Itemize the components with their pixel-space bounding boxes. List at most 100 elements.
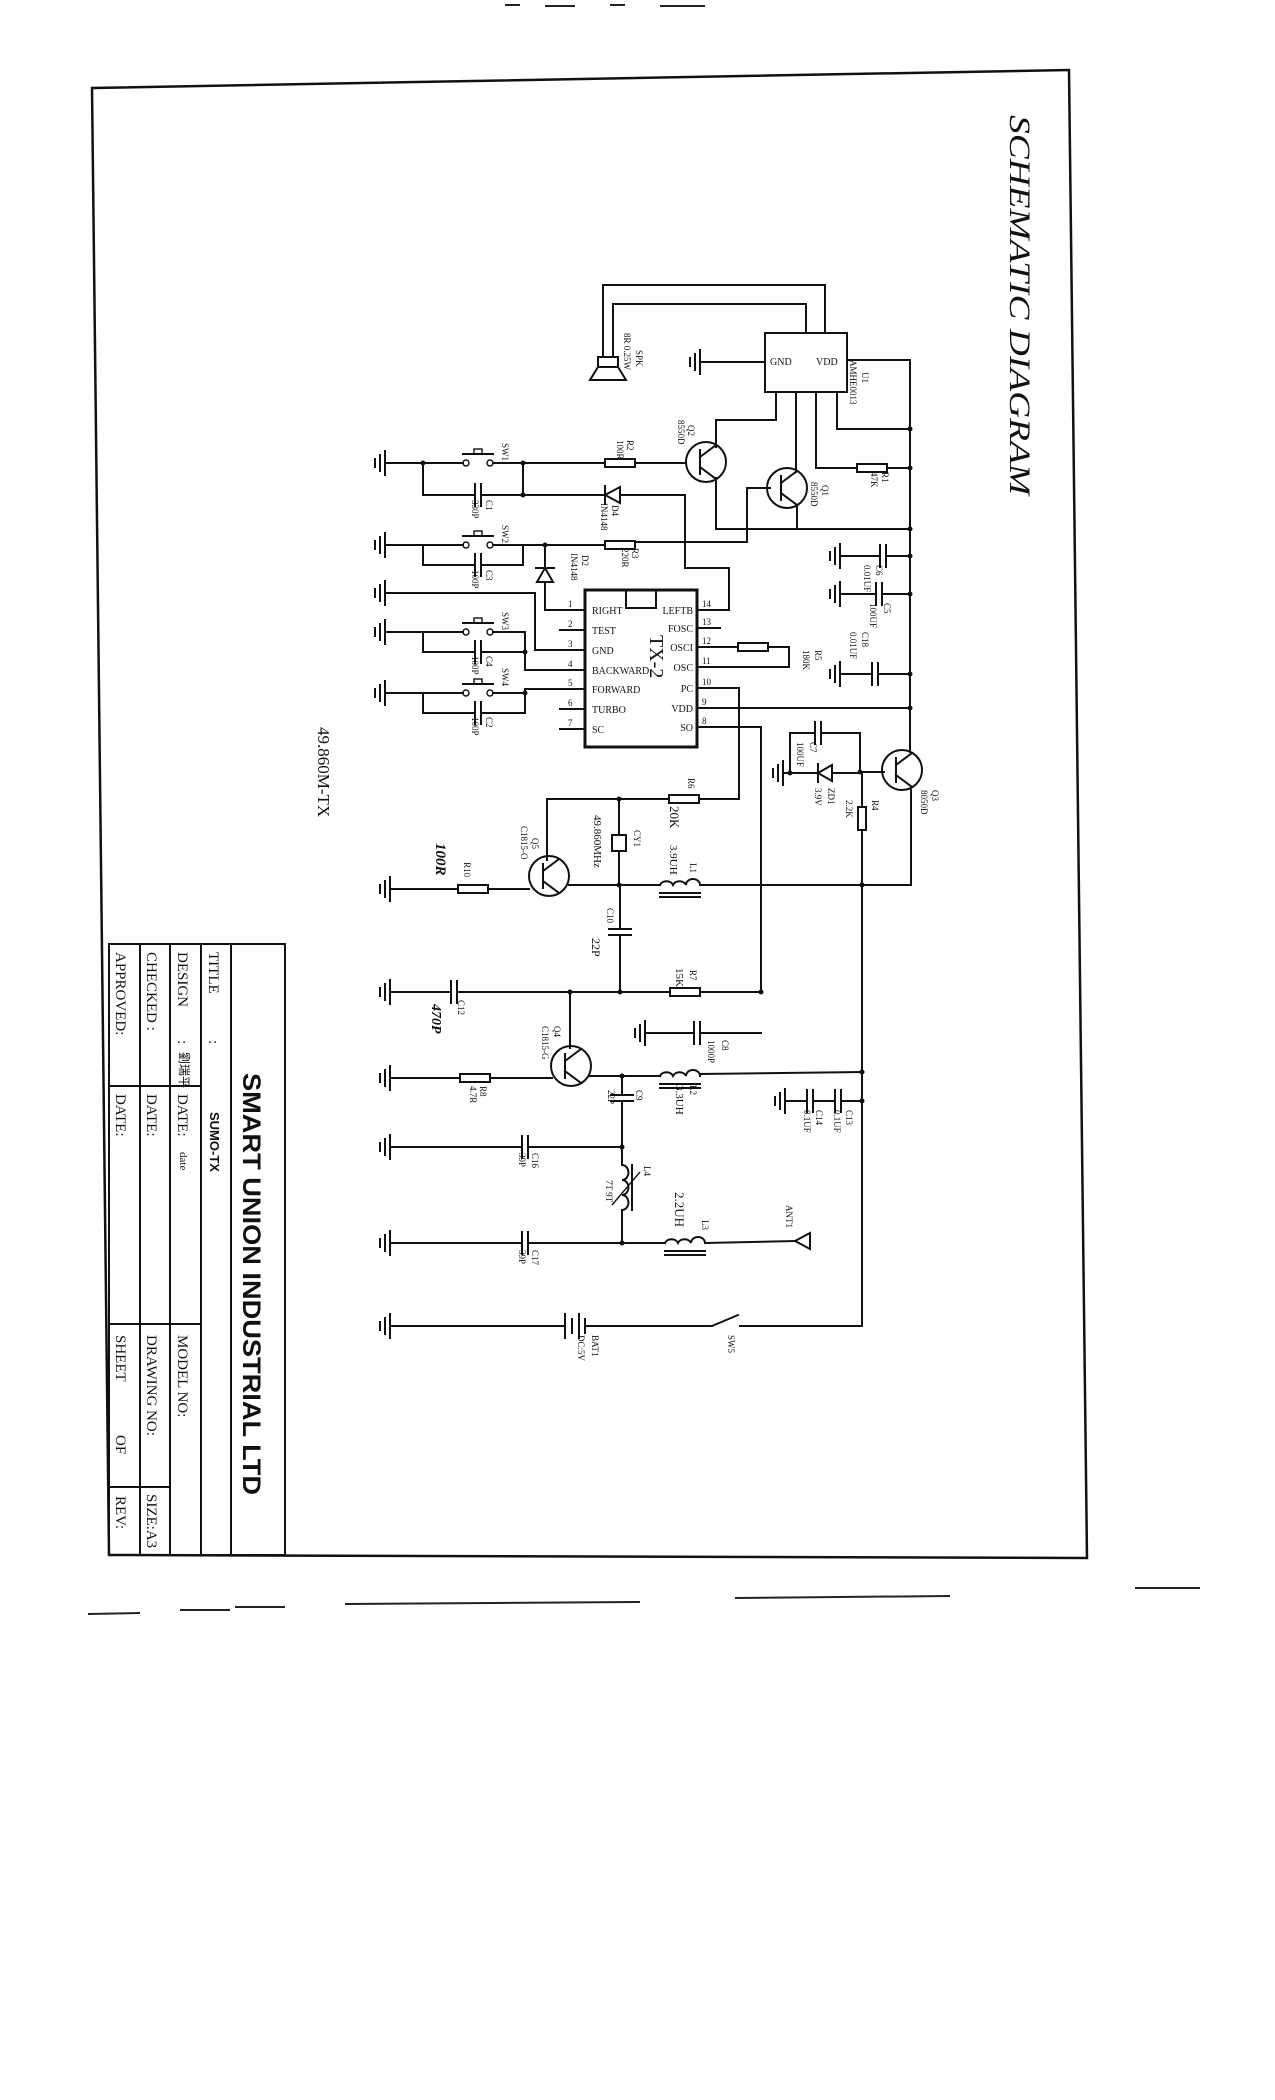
- label-q5-val: C1815-O: [519, 826, 529, 860]
- junction-dot: [907, 553, 913, 559]
- label-c3-val: 100P: [470, 570, 480, 589]
- ic-tx2-pin-name: VDD: [671, 704, 693, 715]
- battery-bat1: [564, 1313, 586, 1339]
- crystal-x1: [611, 834, 627, 852]
- switch-button: [473, 530, 483, 537]
- antenna-icon: [792, 1231, 811, 1251]
- capacitor-c9: [610, 1094, 634, 1102]
- label-c14: C14: [814, 1110, 824, 1126]
- label-c13: C13: [844, 1110, 854, 1126]
- ic-tx2-pin-number: 3: [568, 639, 573, 649]
- inductor-coil: [620, 1163, 630, 1212]
- speaker-icon: [588, 356, 628, 381]
- label-spk-val: 8R 0.25W: [622, 333, 632, 371]
- transistor-q1: [766, 467, 808, 509]
- ic-tx2-pin-name: TEST: [592, 626, 616, 637]
- model-subtitle: 49.860M-TX: [314, 727, 333, 817]
- label-c18: C18: [860, 632, 870, 648]
- title-colon: :: [205, 1040, 221, 1044]
- label-q3-val: 8050D: [919, 790, 929, 815]
- label-q1: Q1: [820, 485, 830, 496]
- ground-icon: [374, 532, 386, 558]
- ground-icon: [374, 680, 386, 706]
- label-bat: BAT1: [590, 1335, 600, 1357]
- label-r10: R10: [462, 862, 472, 878]
- label-r4: R4: [870, 800, 880, 811]
- label-r10-val: 100R: [432, 843, 448, 876]
- label-c16: C16: [530, 1153, 540, 1169]
- junction-dot: [758, 989, 764, 995]
- sheet-label: SHEET: [112, 1335, 128, 1382]
- junction-dot: [907, 591, 913, 597]
- label-c1: C1: [484, 500, 494, 511]
- power-switch-sw5: [710, 1313, 740, 1328]
- transistor-q5: [528, 855, 570, 897]
- ic-tx2-pin-name: TURBO: [592, 705, 626, 716]
- ic-tx2-pin-name: BACKWARD: [592, 666, 649, 677]
- label-l3: L3: [700, 1220, 710, 1230]
- label-q2-val: 8550D: [676, 420, 686, 445]
- label-q1-val: 8550D: [809, 482, 819, 507]
- capacitor-c1: [474, 483, 482, 507]
- capacitor-c4: [474, 640, 482, 664]
- design-label: DESIGN: [174, 952, 190, 1007]
- resistor-r2: [604, 458, 636, 468]
- ground-icon: [634, 1020, 646, 1046]
- label-c12-val: 470P: [428, 1003, 443, 1034]
- size-label: SIZE:A3: [143, 1494, 159, 1548]
- label-l1-val: 3.9UH: [667, 845, 679, 875]
- transistor-q2: [685, 441, 727, 483]
- label-r1-val: 47K: [869, 472, 879, 488]
- label-c5-val: 100UF: [868, 603, 878, 628]
- label-c17-val: 39P: [517, 1250, 527, 1264]
- label-spk: SPK: [634, 350, 644, 367]
- label-c14-val: 0.1UF: [802, 1110, 812, 1133]
- capacitor-c3: [474, 553, 482, 577]
- transistor-body: [685, 441, 727, 483]
- ic-tx2-pin-name: OSC: [674, 663, 694, 674]
- junction-dot: [859, 882, 865, 888]
- switch-contact: [462, 689, 470, 697]
- ic-tx2-pin-name: OSCI: [670, 643, 693, 654]
- resistor-r8: [459, 1073, 491, 1083]
- switch-contact: [462, 459, 470, 467]
- ic-tx2-pin-name: SO: [680, 723, 693, 734]
- label-sw4: SW4: [500, 668, 510, 687]
- label-r5: R5: [813, 650, 823, 661]
- junction-dot: [619, 1073, 625, 1079]
- ic-tx2-pin-name: PC: [681, 684, 694, 695]
- approved-date-label: DATE:: [112, 1094, 128, 1137]
- model-no-label: MODEL NO:: [174, 1335, 190, 1417]
- label-r3-val: 220R: [620, 548, 630, 568]
- junction-dot: [616, 796, 622, 802]
- label-c8-val: 1000P: [706, 1040, 716, 1063]
- company-name: SMART UNION INDUSTRIAL LTD: [237, 1073, 265, 1495]
- label-zd1-val: 3.9V: [813, 788, 823, 806]
- diode-d4: [602, 485, 621, 505]
- label-c8: C8: [720, 1040, 730, 1051]
- resistor-r7: [669, 987, 701, 997]
- label-l2-val: 3.3UH: [673, 1085, 685, 1115]
- junction-dot: [859, 1069, 865, 1075]
- junction-dot: [907, 426, 913, 432]
- label-c17: C17: [530, 1250, 540, 1266]
- ground-icon: [379, 876, 391, 902]
- inductor-coil: [663, 1236, 707, 1246]
- label-c9-val: 22P: [606, 1090, 616, 1104]
- transistor-body: [881, 749, 923, 791]
- label-c2: C2: [484, 717, 494, 728]
- capacitor-c13: [834, 1089, 842, 1113]
- ground-icon: [379, 1313, 391, 1339]
- label-r6: R6: [686, 778, 696, 789]
- junction-dot: [542, 542, 548, 548]
- junction-dot: [859, 1098, 865, 1104]
- label-r8-val: 4.7R: [468, 1086, 478, 1103]
- inductor-coil: [658, 1069, 702, 1079]
- label-bat-val: DC:5V: [576, 1335, 586, 1362]
- label-l1: L1: [688, 863, 698, 873]
- label-q2: Q2: [686, 425, 696, 436]
- junction-dot: [616, 882, 622, 888]
- ground-icon: [774, 1088, 786, 1114]
- label-ant: ANT1: [784, 1205, 794, 1228]
